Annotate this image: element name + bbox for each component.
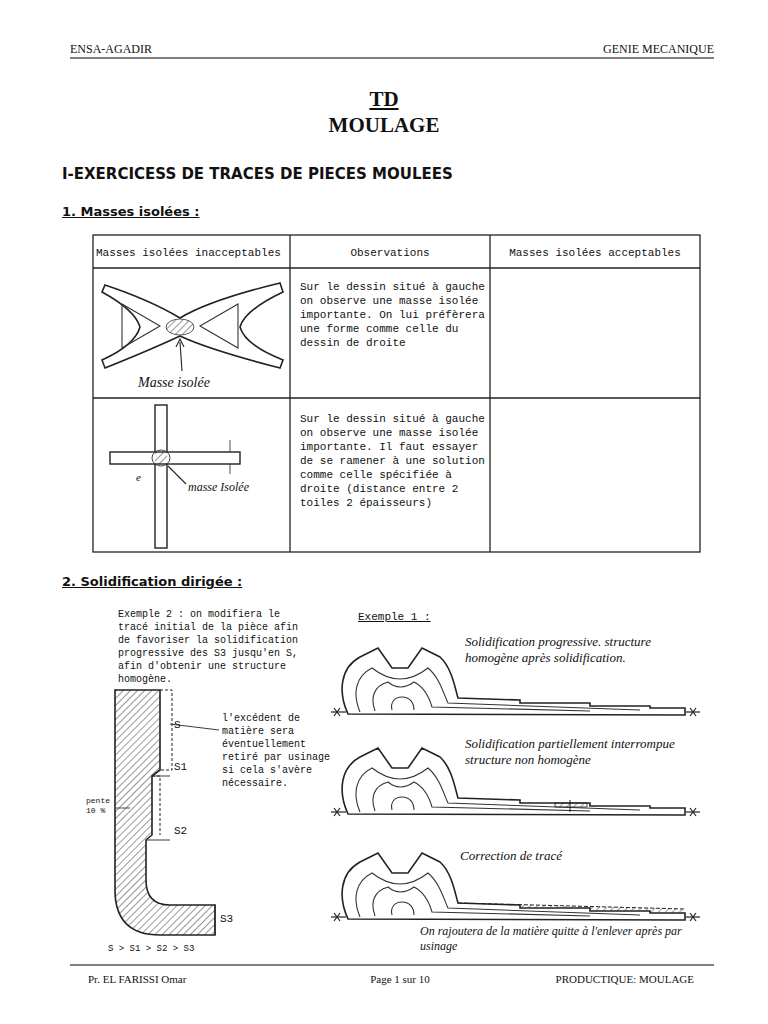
table-header: Masses isolées acceptables [492, 246, 698, 260]
handwritten-caption: Solidification partiellement interrompue… [465, 736, 690, 768]
handwritten-label: Masse isolée [138, 374, 248, 392]
header-text: ENSA-AGADIR [70, 42, 290, 57]
handwritten-label: masse Isolée [188, 480, 262, 495]
subsection-heading: 1. Masses isolées : [62, 204, 382, 220]
example-heading: Exemple 1 : [358, 610, 478, 624]
header-text: GENIE MECANIQUE [500, 42, 714, 57]
note-text: l'excédent de matière sera éventuellemen… [222, 712, 336, 790]
section-heading: I-EXERCICESS DE TRACES DE PIECES MOULEES [62, 165, 582, 184]
footer-text: Pr. EL FARISSI Omar [88, 972, 308, 986]
dimension-label: pente 10 % [86, 796, 114, 816]
isolated-mass-figure [102, 283, 283, 371]
cross-figure [110, 405, 240, 548]
table-grid [93, 235, 700, 552]
section-profile [115, 690, 219, 935]
subsection-heading: 2. Solidification dirigée : [62, 574, 382, 590]
table-header: Masses isolées inacceptables [96, 246, 288, 260]
section-label: S2 [174, 824, 198, 838]
section-label: S [174, 718, 194, 732]
note-text: Exemple 2 : on modifiera le tracé initia… [118, 608, 302, 686]
table-cell: Sur le dessin situé à gauche on observe … [300, 412, 486, 510]
table-cell: Sur le dessin situé à gauche on observe … [300, 280, 486, 350]
page-title: TD MOULAGE [324, 86, 444, 138]
table-header: Observations [292, 246, 488, 260]
section-label: S1 [174, 760, 198, 774]
footer-rule [70, 965, 714, 966]
footer-text: Page 1 sur 10 [330, 972, 470, 986]
section-relation: S > S1 > S2 > S3 [108, 944, 258, 955]
handwritten-caption: Solidification progressive. structure ho… [465, 634, 690, 666]
handwritten-caption: On rajoutera de la matière quitte à l'en… [420, 924, 692, 954]
footer-text: PRODUCTIQUE: MOULAGE [494, 972, 694, 986]
casting-corrected [331, 853, 700, 921]
header-rule [70, 58, 714, 59]
handwritten-caption: Correction de tracé [460, 848, 680, 864]
section-label: S3 [220, 912, 244, 926]
dimension-label: e [136, 470, 148, 484]
